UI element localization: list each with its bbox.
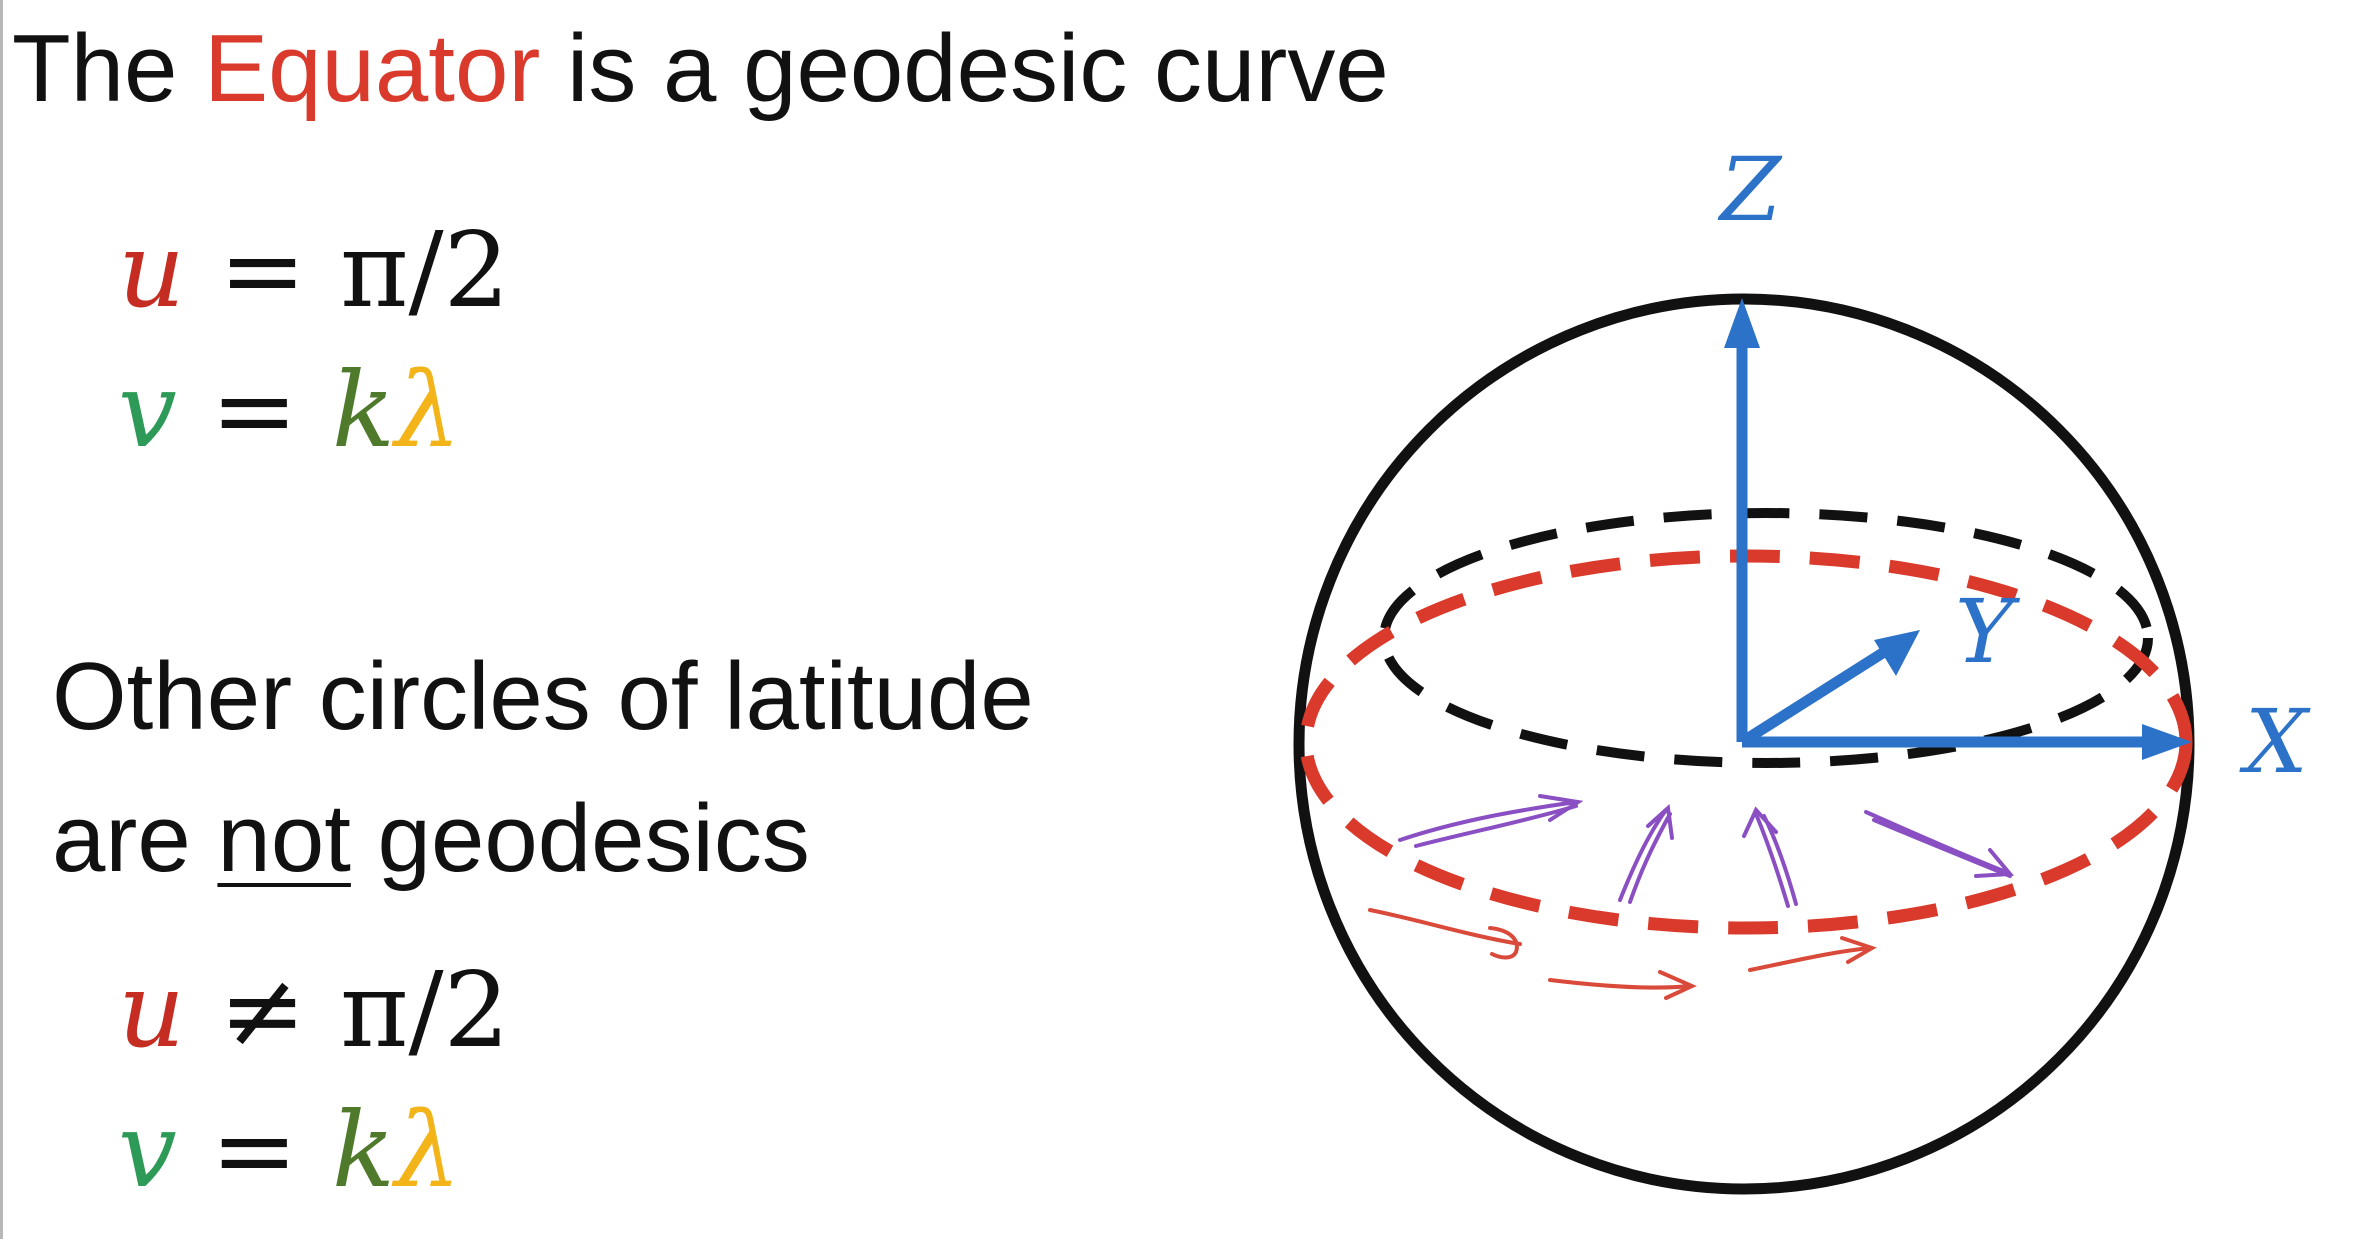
z-axis-label: Z [1717, 138, 1783, 241]
k-constant: k [331, 1089, 395, 1211]
u-variable: u [118, 209, 185, 331]
line2-prefix: are [52, 785, 218, 892]
equation-u-equator: u = π/2 [118, 210, 510, 330]
title-prefix: The [12, 15, 205, 122]
v-variable: v [118, 349, 177, 471]
equation-u-other: u ≠ π/2 [118, 950, 510, 1070]
equation-v-equator: v = kλ [118, 350, 461, 470]
k-constant: k [331, 349, 395, 471]
u-value: π/2 [340, 209, 510, 331]
y-axis-arrowhead [1874, 630, 1920, 676]
y-axis-label: Y [1955, 580, 2021, 683]
y-axis-line [1739, 637, 1903, 747]
u-value: π/2 [340, 949, 510, 1071]
latitude-circle-dashed [1379, 508, 2153, 768]
slide-title: The Equator is a geodesic curve [12, 14, 1389, 124]
not-underlined: not [217, 785, 351, 892]
lambda-parameter: λ [394, 349, 461, 471]
equals-sign: = [218, 209, 307, 331]
line2-suffix: geodesics [350, 785, 810, 892]
not-equal-sign: ≠ [218, 949, 307, 1071]
u-variable: u [118, 949, 185, 1071]
v-variable: v [118, 1089, 177, 1211]
other-circles-line2: are not geodesics [52, 784, 810, 894]
equation-v-other: v = kλ [118, 1090, 461, 1210]
z-axis-arrowhead [1724, 298, 1760, 348]
x-axis-label: X [2239, 690, 2311, 793]
title-suffix: is a geodesic curve [540, 15, 1389, 122]
sphere-diagram: Z X Y [1293, 138, 2311, 1195]
red-sketch-arrows [1368, 908, 1877, 1000]
equals-sign: = [210, 349, 298, 471]
slide-left-edge [0, 0, 3, 1239]
x-axis-arrowhead [2142, 724, 2192, 760]
other-circles-line1: Other circles of latitude [52, 643, 1034, 750]
equals-sign: = [210, 1089, 298, 1211]
lambda-parameter: λ [394, 1089, 461, 1211]
purple-sketch-arrows [1398, 794, 2015, 908]
equator-word: Equator [204, 15, 541, 122]
